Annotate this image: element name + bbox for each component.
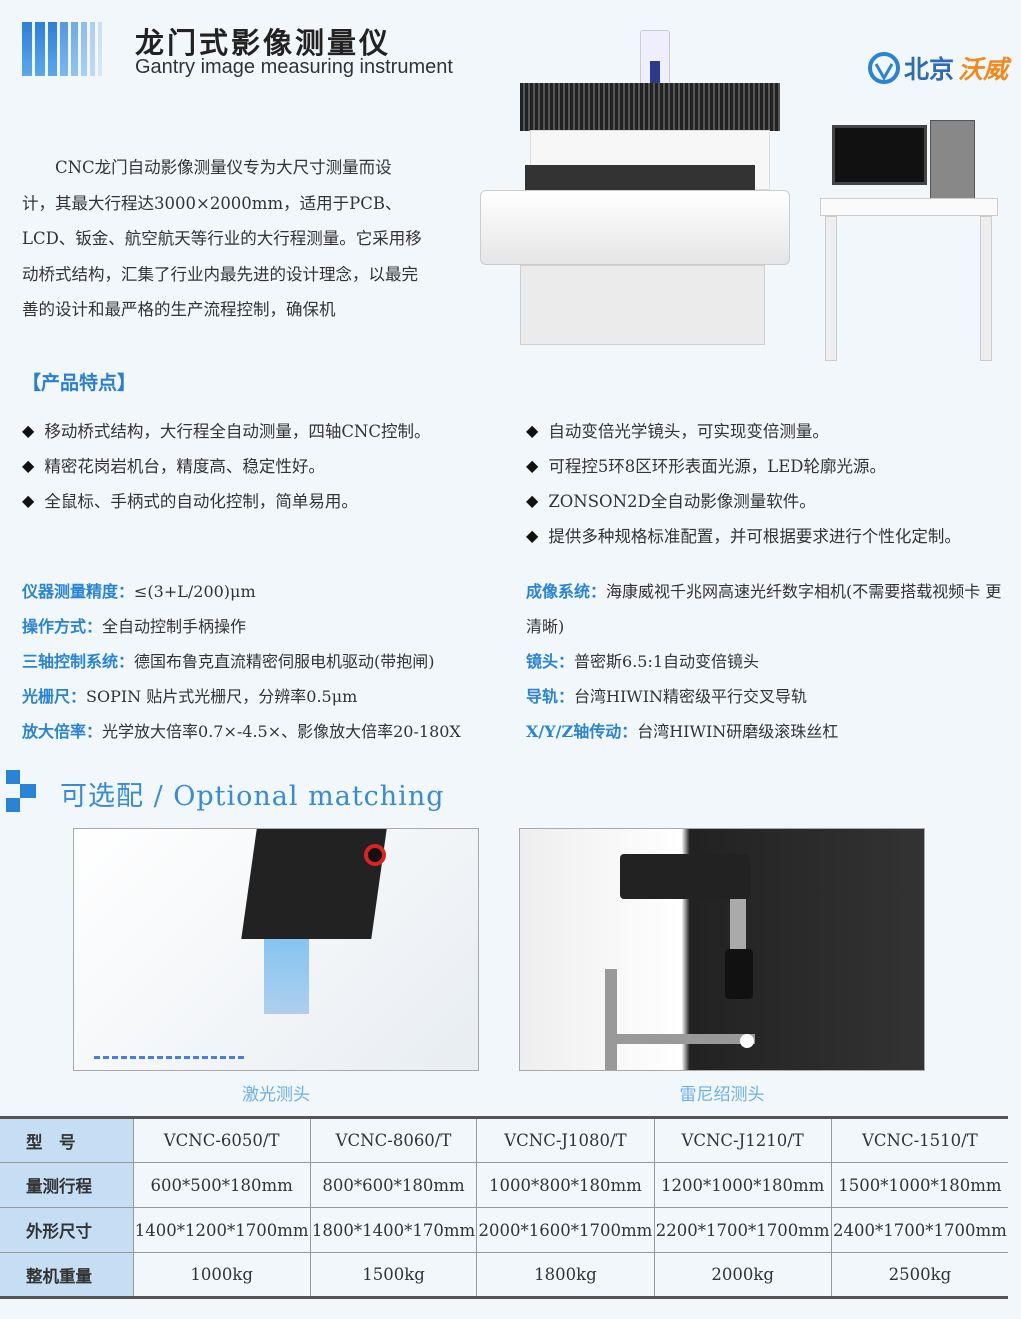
spec-item: 导轨：台湾HIWIN精密级平行交叉导轨 [526, 687, 808, 706]
table-cell: 1400*1200*1700mm [132, 1207, 311, 1253]
table-cell: 1000kg [132, 1252, 311, 1298]
spec-item: 仪器测量精度：≤(3+L/200)μm [22, 582, 256, 601]
spec-item: 镜头：普密斯6.5:1自动变倍镜头 [526, 652, 760, 671]
features-left: ◆移动桥式结构，大行程全自动测量，四轴CNC控制。 ◆精密花岗岩机台，精度高、稳… [22, 418, 431, 512]
optional-heading: 可选配 / Optional matching [60, 781, 445, 812]
computer-desk-image [820, 120, 1000, 365]
page-subtitle: Gantry image measuring instrument [135, 56, 453, 78]
table-cell: 1000*800*180mm [476, 1162, 655, 1208]
features-right: ◆自动变倍光学镜头，可实现变倍测量。 ◆可程控5环8区环形表面光源，LED轮廓光… [526, 418, 961, 547]
renishaw-probe-image [519, 828, 925, 1071]
brand-logo: 北京沃威 [868, 50, 1008, 86]
laser-probe-caption: 激光测头 [242, 1085, 310, 1105]
table-cell: VCNC-8060/T [309, 1117, 477, 1163]
diamond-bullet-icon: ◆ [526, 420, 539, 440]
table-cell: 2000*1600*1700mm [476, 1207, 655, 1253]
spec-item: 三轴控制系统：德国布鲁克直流精密伺服电机驱动(带抱闸) [22, 652, 435, 671]
spec-item: X/Y/Z轴传动：台湾HIWIN研磨级滚珠丝杠 [526, 722, 839, 741]
specs-right: 成像系统：海康威视千兆网高速光纤数字相机(不需要搭载视频卡 更清晰) 镜头：普密… [526, 574, 1011, 749]
diamond-bullet-icon: ◆ [526, 490, 539, 510]
feature-item: ◆全鼠标、手柄式的自动化控制，简单易用。 [22, 490, 358, 512]
features-heading: 【产品特点】 [22, 372, 137, 394]
renishaw-probe-caption: 雷尼绍测头 [679, 1085, 765, 1105]
row-header: 量测行程 [0, 1162, 133, 1208]
table-cell: 1200*1000*180mm [653, 1162, 832, 1208]
table-cell: VCNC-J1080/T [476, 1117, 655, 1163]
table-cell: 2400*1700*1700mm [830, 1207, 1008, 1253]
table-cell: 600*500*180mm [132, 1162, 311, 1208]
row-header: 整机重量 [0, 1252, 133, 1298]
title-decoration [22, 22, 114, 76]
table-cell: 2500kg [830, 1252, 1008, 1298]
diamond-bullet-icon: ◆ [526, 455, 539, 475]
feature-item: ◆自动变倍光学镜头，可实现变倍测量。 [526, 420, 829, 442]
diamond-bullet-icon: ◆ [22, 490, 35, 510]
spec-item: 放大倍率：光学放大倍率0.7×-4.5×、影像放大倍率20-180X [22, 722, 461, 741]
section-icon [6, 770, 36, 812]
feature-item: ◆移动桥式结构，大行程全自动测量，四轴CNC控制。 [22, 420, 431, 442]
gantry-machine-image [480, 25, 795, 370]
feature-item: ◆ZONSON2D全自动影像测量软件。 [526, 490, 816, 512]
table-cell: 1800kg [476, 1252, 655, 1298]
table-cell: 1500*1000*180mm [830, 1162, 1008, 1208]
laser-probe-image [73, 828, 479, 1071]
table-cell: 800*600*180mm [309, 1162, 477, 1208]
table-cell: VCNC-1510/T [830, 1117, 1008, 1163]
spec-item: 操作方式：全自动控制手柄操作 [22, 617, 247, 636]
specs-left: 仪器测量精度：≤(3+L/200)μm 操作方式：全自动控制手柄操作 三轴控制系… [22, 574, 502, 749]
table-cell: VCNC-J1210/T [653, 1117, 832, 1163]
logo-icon [868, 52, 900, 84]
spec-item: 光栅尺：SOPIN 贴片式光栅尺，分辨率0.5μm [22, 687, 358, 706]
table-cell: 1500kg [309, 1252, 477, 1298]
feature-item: ◆精密花岗岩机台，精度高、稳定性好。 [22, 455, 325, 477]
diamond-bullet-icon: ◆ [22, 455, 35, 475]
row-header: 外形尺寸 [0, 1207, 133, 1253]
intro-paragraph: CNC龙门自动影像测量仪专为大尺寸测量而设计，其最大行程达3000×2000mm… [22, 158, 422, 319]
feature-item: ◆提供多种规格标准配置，并可根据要求进行个性化定制。 [526, 525, 961, 547]
table-cell: 2200*1700*1700mm [653, 1207, 832, 1253]
table-cell: 1800*1400*170mm [309, 1207, 477, 1253]
diamond-bullet-icon: ◆ [22, 420, 35, 440]
page-title: 龙门式影像测量仪 [135, 26, 392, 60]
table-cell: 2000kg [653, 1252, 832, 1298]
feature-item: ◆可程控5环8区环形表面光源，LED轮廓光源。 [526, 455, 887, 477]
spec-item: 成像系统：海康威视千兆网高速光纤数字相机(不需要搭载视频卡 更清晰) [526, 582, 1002, 636]
row-header: 型 号 [0, 1117, 133, 1163]
diamond-bullet-icon: ◆ [526, 525, 539, 545]
table-cell: VCNC-6050/T [132, 1117, 311, 1163]
